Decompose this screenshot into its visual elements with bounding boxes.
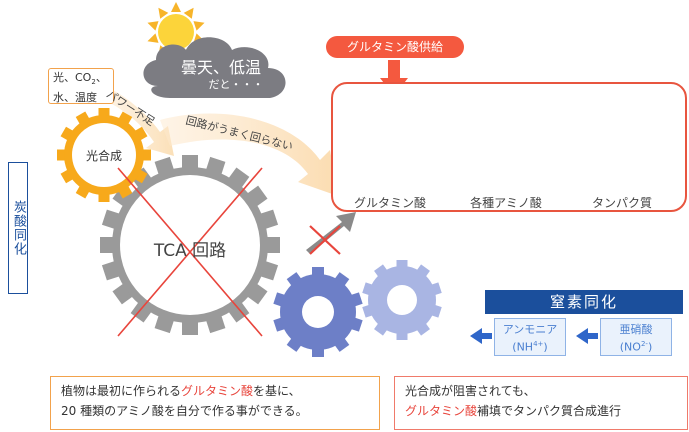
- gear-tooth: [286, 272, 302, 287]
- note-left-line2: 20 種類のアミノ酸を自分で作る事ができる。: [61, 404, 308, 418]
- nitrogen-gear-dark: [273, 267, 363, 357]
- sun-ray: [193, 21, 205, 31]
- sun-ray: [147, 33, 159, 43]
- gear-tooth: [246, 185, 268, 207]
- gear-tooth: [246, 283, 268, 305]
- gear-tooth: [75, 185, 90, 199]
- nitrite-formula: (NO2-): [619, 340, 653, 354]
- gear-tooth: [396, 332, 408, 340]
- glutamic-supply-pill: グルタミン酸供給: [326, 36, 464, 58]
- sun-ray: [147, 21, 159, 31]
- gear-tooth: [228, 301, 250, 323]
- gear-tooth: [112, 283, 134, 305]
- note-right-line2: グルタミン酸補填でタンパク質合成進行: [405, 404, 622, 418]
- gear-tooth: [228, 167, 250, 189]
- note-left-line1: 植物は最初に作られるグルタミン酸を基に、: [61, 384, 301, 398]
- gear-tooth: [118, 111, 133, 125]
- panel-caption-protein: タンパク質: [591, 196, 652, 210]
- gear-tooth: [57, 149, 66, 161]
- gear-tooth: [182, 155, 198, 169]
- gear-tooth: [416, 322, 430, 336]
- gear-tooth: [60, 169, 74, 184]
- conditions-line1: 光、CO2、: [53, 71, 107, 87]
- ammonia-formula: (NH4+): [512, 340, 548, 354]
- carbon-assimilation-label: 炭酸同化: [8, 162, 28, 294]
- ammonia-box: アンモニア (NH4+): [494, 318, 566, 356]
- gear-tooth: [75, 111, 90, 125]
- tca-label: TCA 回路: [153, 241, 227, 261]
- gear-tooth: [312, 267, 324, 276]
- photosynthesis-label: 光合成: [85, 149, 122, 163]
- conditions-line2: 水、温度: [53, 91, 97, 105]
- gear-tooth: [416, 264, 430, 278]
- nitrogen-assimilation-title: 窒素同化: [485, 290, 683, 314]
- gear-tooth: [374, 264, 388, 278]
- panel-caption-glutamic: グルタミン酸: [353, 196, 426, 210]
- gear-tooth: [182, 321, 198, 335]
- gear-tooth: [374, 322, 388, 336]
- nitrogen-arrow-left: [470, 328, 492, 344]
- nitrogen-gear-light: [362, 260, 442, 340]
- gear-tooth: [98, 108, 110, 117]
- sun-ray: [183, 7, 194, 19]
- gear-tooth: [130, 301, 152, 323]
- cloud-icon: [143, 37, 286, 98]
- gear-tooth: [396, 260, 408, 268]
- panel-caption-amino: 各種アミノ酸: [470, 196, 542, 210]
- gear-tooth: [134, 169, 148, 184]
- ammonia-name: アンモニア: [502, 323, 558, 336]
- nitrite-box: 亜硝酸 (NO2-): [600, 318, 672, 356]
- nitrogen-arrow-right: [576, 328, 598, 344]
- gear-tooth: [118, 185, 133, 199]
- note-left: 植物は最初に作られるグルタミン酸を基に、 20 種類のアミノ酸を自分で作る事がで…: [50, 376, 380, 430]
- sun-ray: [158, 7, 169, 19]
- conditions-box: 光、CO2、 水、温度: [48, 68, 114, 104]
- gear-tooth: [142, 149, 151, 161]
- sun-ray: [171, 2, 181, 12]
- gear-tooth: [60, 126, 74, 141]
- gear-tooth: [134, 126, 148, 141]
- circuit-not-turning-arrow: [160, 113, 338, 196]
- gear-tooth: [98, 193, 110, 202]
- amino-acid-panel: [331, 82, 687, 212]
- note-right-line1: 光合成が阻害されても、: [405, 384, 536, 398]
- gear-tooth: [312, 348, 324, 357]
- nitrite-name: 亜硝酸: [619, 323, 653, 336]
- gear-tooth: [100, 237, 114, 253]
- tca-cross-mark: [117, 167, 263, 337]
- gear-tooth: [334, 272, 350, 287]
- cloud-subtitle: だと・・・: [208, 78, 264, 91]
- note-right: 光合成が阻害されても、 グルタミン酸補填でタンパク質合成進行: [394, 376, 688, 430]
- gear-tooth: [286, 337, 302, 352]
- cloud-title: 曇天、低温: [180, 58, 261, 77]
- gear-tooth: [334, 337, 350, 352]
- gear-tooth: [266, 237, 280, 253]
- arrow-cross-mark: [309, 225, 341, 255]
